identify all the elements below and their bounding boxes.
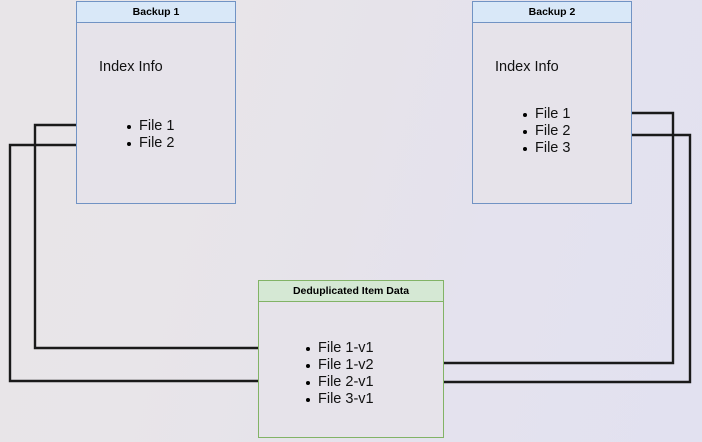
backup-1-file-item[interactable]: File 2 [125, 135, 174, 152]
deduplicated-item[interactable]: File 2-v1 [304, 374, 374, 391]
deduplicated-item[interactable]: File 3-v1 [304, 391, 374, 408]
deduplicated-item-data-body: File 1-v1 File 1-v2 File 2-v1 File 3-v1 [259, 302, 443, 437]
backup-1-box[interactable]: Backup 1 Index Info File 1 File 2 [76, 1, 236, 204]
backup-2-box[interactable]: Backup 2 Index Info File 1 File 2 File 3 [472, 1, 632, 204]
backup-2-body: Index Info File 1 File 2 File 3 [473, 23, 631, 203]
backup-1-file-item[interactable]: File 1 [125, 118, 174, 135]
backup-2-index-label: Index Info [495, 59, 559, 75]
backup-2-file-item[interactable]: File 3 [521, 140, 570, 157]
deduplicated-item-data-box[interactable]: Deduplicated Item Data File 1-v1 File 1-… [258, 280, 444, 438]
backup-1-body: Index Info File 1 File 2 [77, 23, 235, 203]
backup-2-file-item[interactable]: File 2 [521, 123, 570, 140]
backup-1-index-label: Index Info [99, 59, 163, 75]
deduplicated-item-list: File 1-v1 File 1-v2 File 2-v1 File 3-v1 [304, 340, 374, 408]
backup-1-file-list: File 1 File 2 [125, 118, 174, 152]
backup-2-file-list: File 1 File 2 File 3 [521, 106, 570, 157]
backup-2-file-item[interactable]: File 1 [521, 106, 570, 123]
backup-1-title: Backup 1 [77, 2, 235, 23]
deduplicated-item[interactable]: File 1-v1 [304, 340, 374, 357]
deduplicated-item[interactable]: File 1-v2 [304, 357, 374, 374]
deduplicated-item-data-title: Deduplicated Item Data [259, 281, 443, 302]
backup-2-title: Backup 2 [473, 2, 631, 23]
